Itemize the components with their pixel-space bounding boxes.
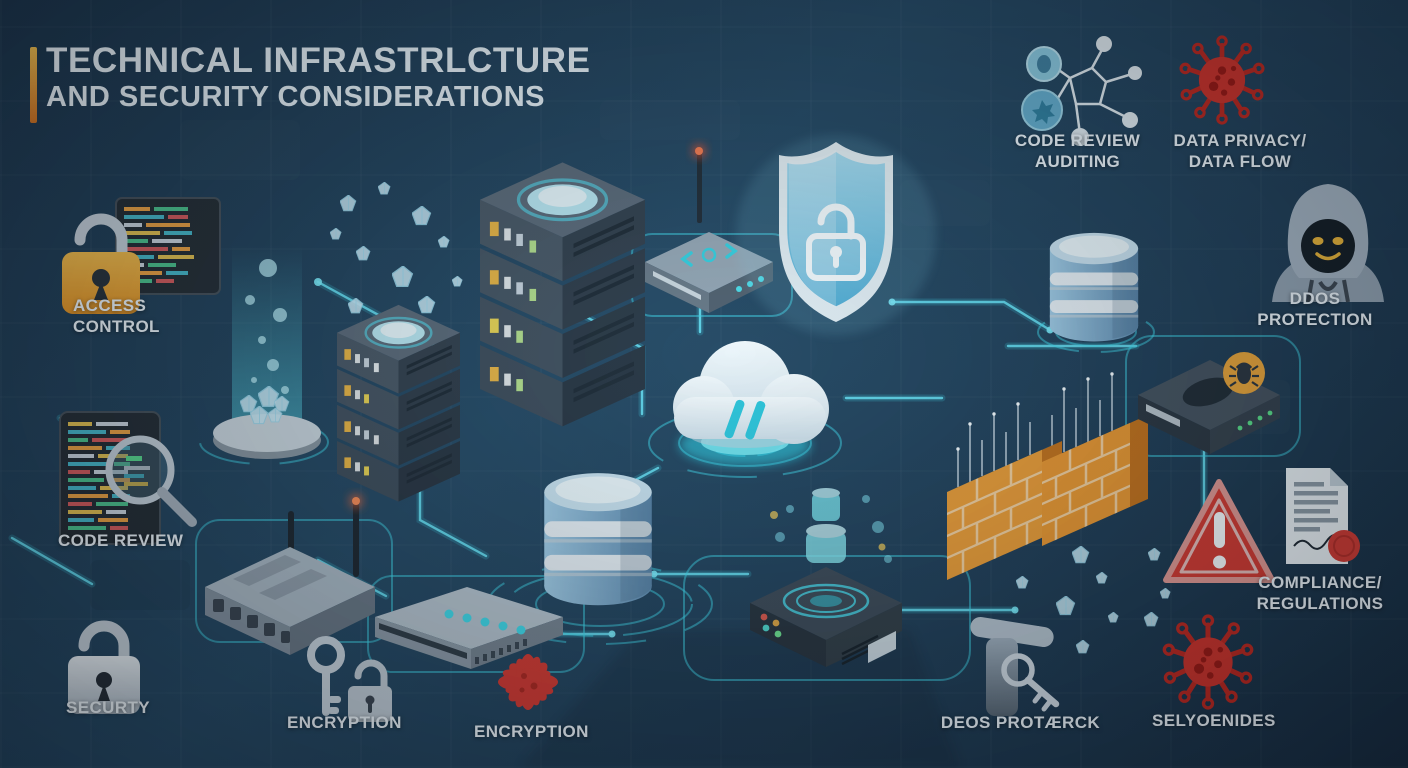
database-center [544,473,652,606]
code-screen-magnifier-icon [59,411,197,545]
label-ddos-protection: DDOS PROTECTION [1257,289,1373,330]
label-encryption-center: ENCRYPTION [474,722,589,741]
label-access-control: ACCESS CONTROL [73,296,160,337]
server-hologram [750,488,902,667]
label-security: SECURTY [66,698,151,717]
label-code-review: CODE REVIEW [58,531,184,550]
key-and-padlock-icon [307,636,392,722]
inspector-key-icon [970,616,1060,716]
network-switch [375,587,563,669]
security-shield [736,135,936,335]
label-deos-proterck: DEOS PROTÆRCK [940,713,1101,732]
red-splat-icon [498,654,558,710]
title-line-2: AND SECURITY CONSIDERATIONS [46,80,546,113]
security-appliance [1138,352,1280,454]
router-left [205,495,375,655]
title-accent-bar [30,47,37,123]
particle-cluster-top [330,182,463,314]
particle-cluster-compliance [1144,548,1171,627]
hologram-beam [213,245,321,459]
label-encryption-left: ENCRYPTION [287,713,402,732]
title-line-1: TECHNICAL INFRASTRLCTURE [46,41,591,80]
virus-icon-top [1181,37,1263,123]
label-code-review-auditing: CODE REVIEW AUDITING [1014,131,1141,172]
label-compliance: COMPLIANCE/ REGULATIONS [1256,573,1384,614]
gray-padlock-icon [68,620,140,714]
hooded-hacker-icon [1272,184,1384,303]
firewall [947,372,1148,580]
network-nodes-icon [1021,36,1142,146]
warning-triangle-and-document-icon [1163,468,1360,583]
page-title: TECHNICAL INFRASTRLCTURE AND SECURITY CO… [46,41,591,114]
server-rack-center [480,162,645,427]
label-data-privacy: DATA PRIVACY/ DATA FLOW [1173,131,1307,172]
server-rack-left [337,304,460,502]
background-decor [90,560,960,768]
label-selyoenides: SELYOENIDES [1152,711,1276,730]
virus-icon-bottom [1164,616,1251,708]
database-top [1049,232,1139,342]
cloud [673,341,829,466]
orange-padlock-and-code-icon [62,197,221,314]
